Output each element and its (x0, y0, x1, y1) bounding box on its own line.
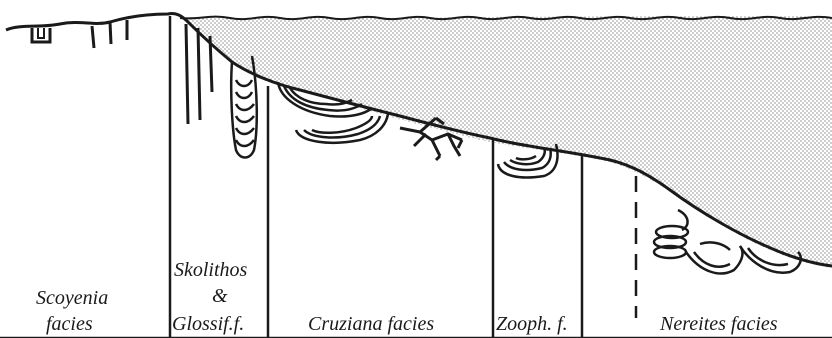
u-burrow-icon (32, 28, 50, 42)
facies-label-scoyenia: Scoyenia facies (36, 287, 108, 335)
facies-label-cruziana: Cruziana facies (308, 313, 434, 335)
facies-label-line: Zooph. f. (496, 313, 568, 335)
facies-label-line: Scoyenia (36, 287, 108, 309)
facies-label-skolithos: Skolithos & Glossif.f. (172, 259, 248, 335)
facies-label-line: & (212, 285, 228, 307)
facies-label-line: Nereites facies (659, 313, 778, 335)
facies-label-line: Cruziana facies (308, 313, 434, 335)
facies-label-line: facies (46, 313, 93, 335)
facies-label-line: Skolithos (174, 259, 248, 281)
spreite-burrow-icon (296, 114, 388, 143)
facies-label-nereites: Nereites facies (659, 313, 778, 335)
facies-label-zoophycos: Zooph. f. (496, 313, 568, 335)
facies-label-line: Glossif.f. (172, 313, 244, 335)
